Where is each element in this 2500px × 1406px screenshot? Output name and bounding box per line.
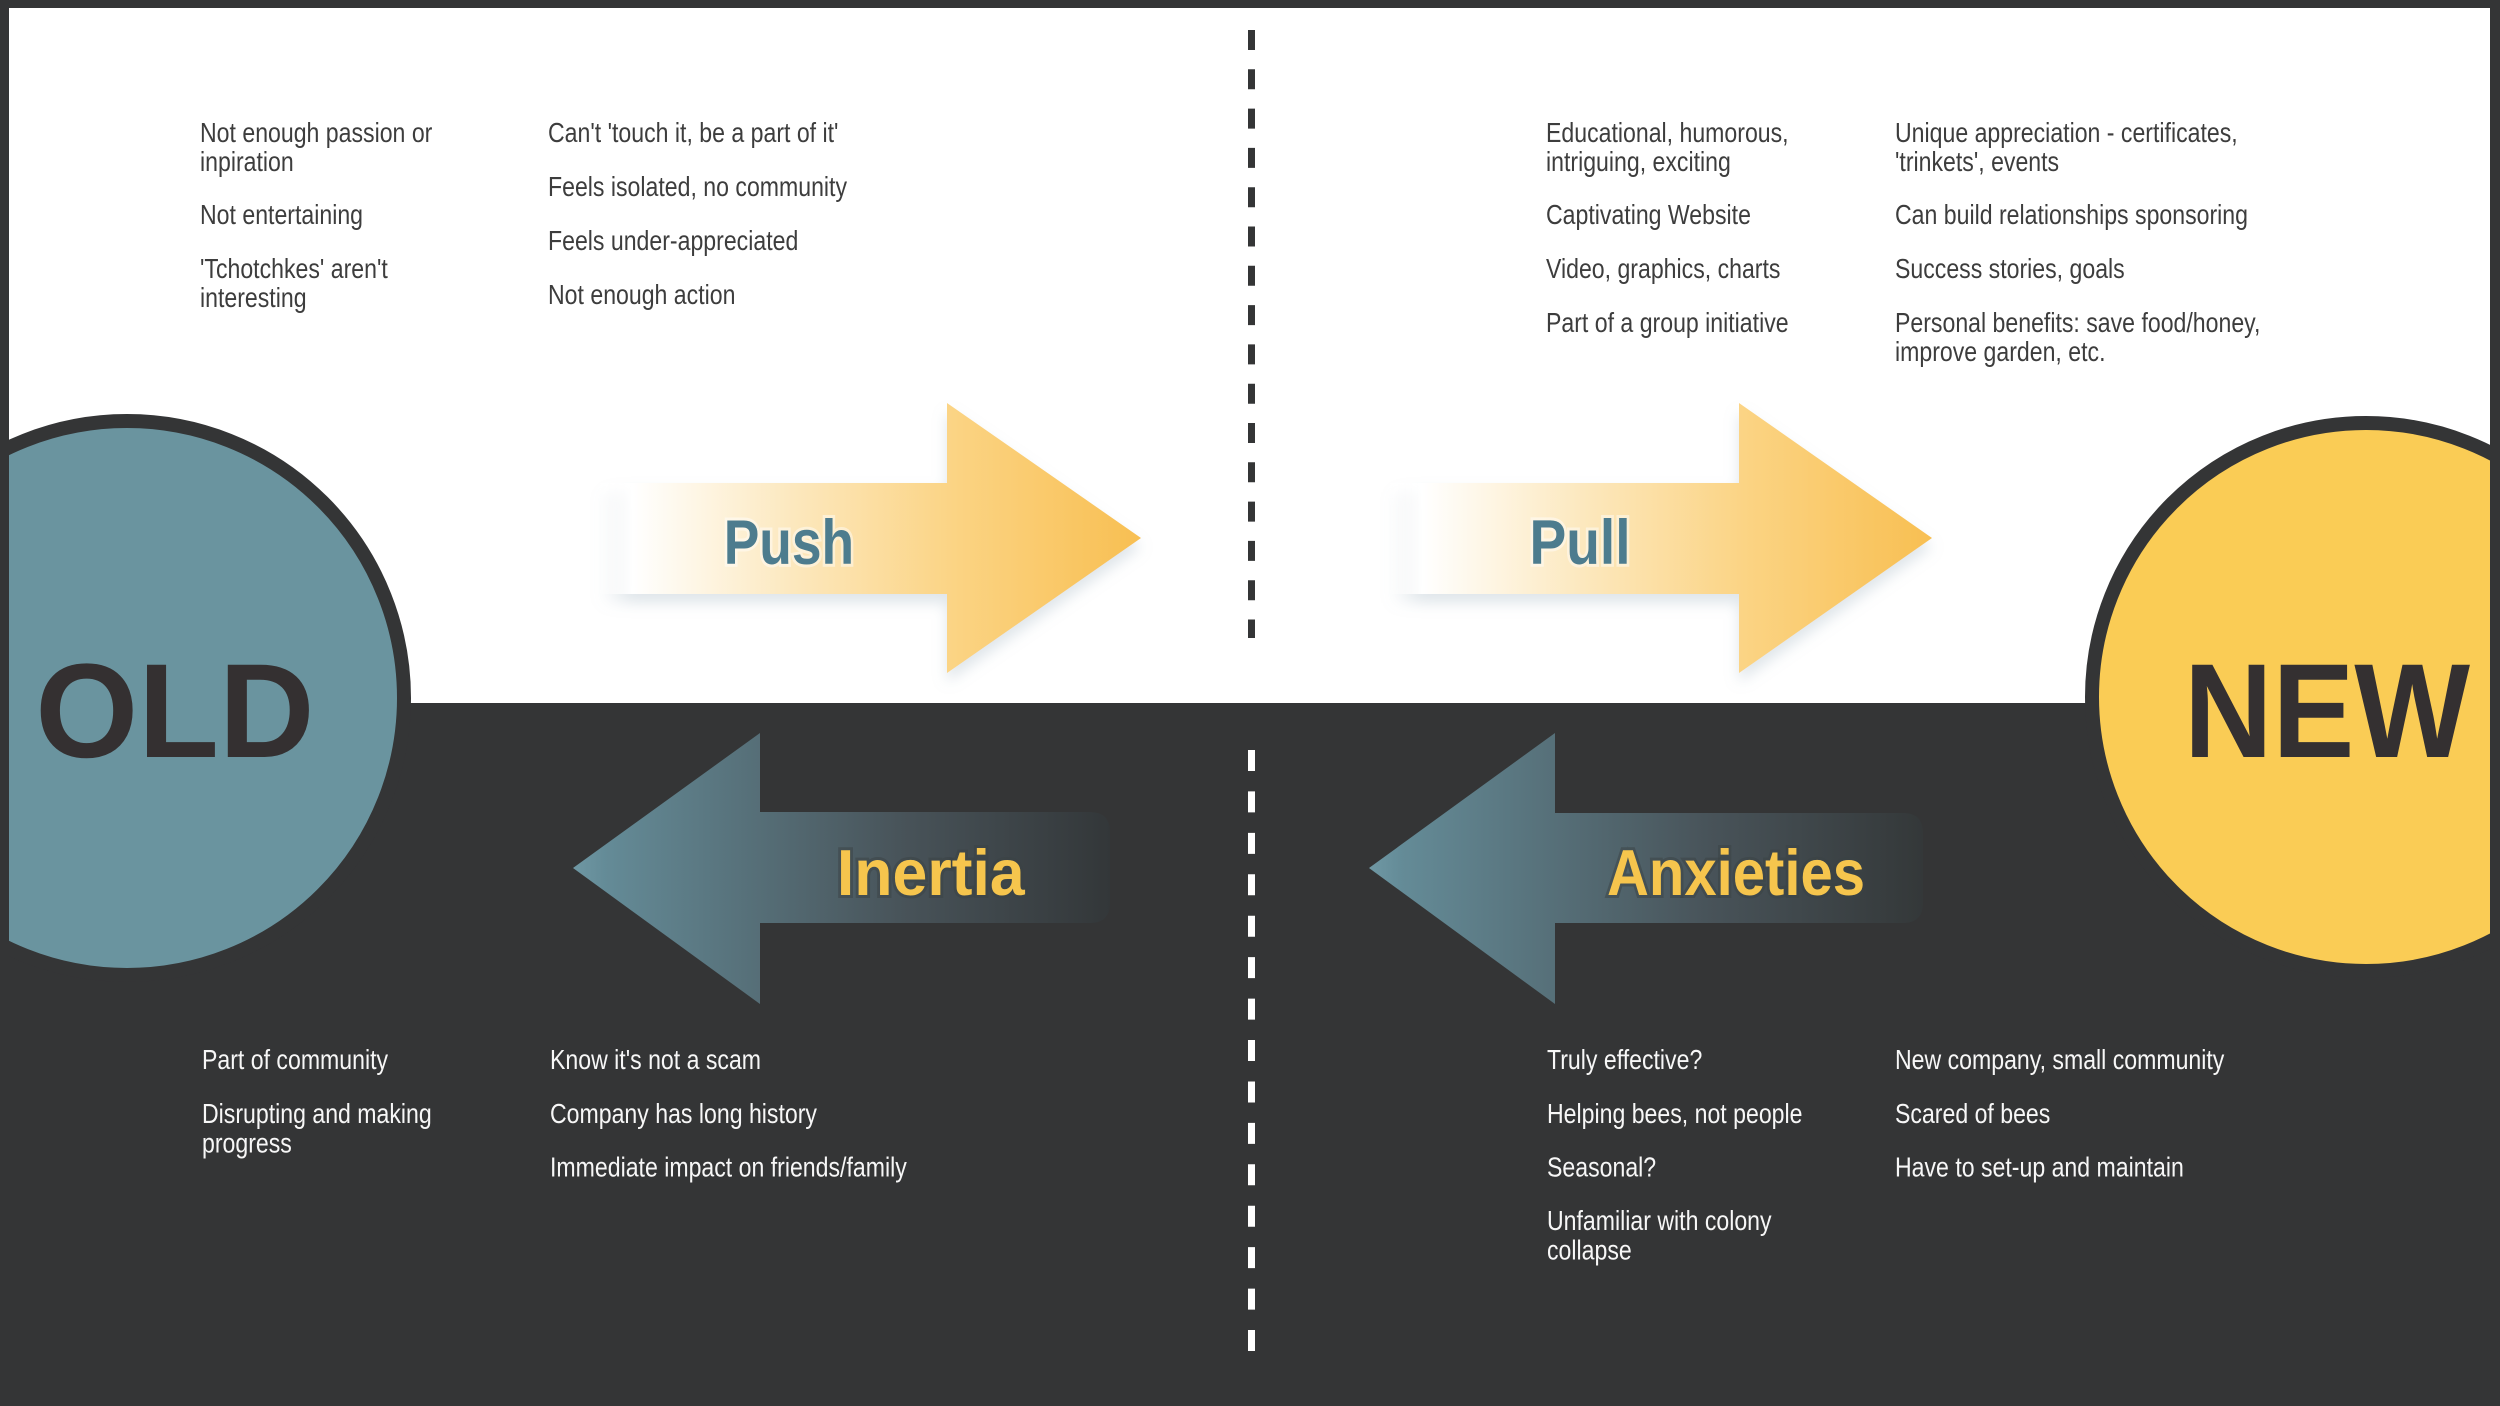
svg-text:Disrupting and making: Disrupting and making <box>202 1099 432 1130</box>
svg-text:Not enough passion or: Not enough passion or <box>200 118 433 149</box>
svg-text:Push: Push <box>724 508 854 578</box>
svg-text:Can't 'touch it, be a part of: Can't 'touch it, be a part of it' <box>548 118 838 149</box>
svg-text:inpiration: inpiration <box>200 147 294 178</box>
svg-text:Immediate impact on friends/fa: Immediate impact on friends/family <box>550 1153 907 1184</box>
svg-text:Seasonal?: Seasonal? <box>1547 1153 1656 1184</box>
svg-text:'trinkets', events: 'trinkets', events <box>1895 147 2059 178</box>
svg-text:Captivating Website: Captivating Website <box>1546 200 1751 231</box>
svg-text:Part of a group initiative: Part of a group initiative <box>1546 308 1789 339</box>
svg-text:Personal benefits: save food/h: Personal benefits: save food/honey, <box>1895 308 2260 339</box>
svg-text:Know it's not a scam: Know it's not a scam <box>550 1045 761 1076</box>
svg-text:Truly effective?: Truly effective? <box>1547 1045 1702 1076</box>
svg-text:Can build relationships sponso: Can build relationships sponsoring <box>1895 200 2248 231</box>
svg-text:New company, small community: New company, small community <box>1895 1045 2224 1076</box>
svg-text:Have to set-up and maintain: Have to set-up and maintain <box>1895 1153 2184 1184</box>
svg-text:Feels under-appreciated: Feels under-appreciated <box>548 226 798 257</box>
svg-text:Video, graphics, charts: Video, graphics, charts <box>1546 254 1780 285</box>
svg-text:Inertia: Inertia <box>837 836 1025 909</box>
svg-text:intriguing, exciting: intriguing, exciting <box>1546 147 1731 178</box>
svg-text:improve garden, etc.: improve garden, etc. <box>1895 337 2105 368</box>
svg-text:interesting: interesting <box>200 283 307 314</box>
svg-text:Success stories, goals: Success stories, goals <box>1895 254 2125 285</box>
svg-text:'Tchotchkes' aren't: 'Tchotchkes' aren't <box>200 254 388 285</box>
svg-text:Scared of bees: Scared of bees <box>1895 1099 2050 1130</box>
svg-text:NEW: NEW <box>2184 637 2471 786</box>
svg-text:Helping bees, not people: Helping bees, not people <box>1547 1099 1802 1130</box>
svg-text:Pull: Pull <box>1530 507 1631 578</box>
svg-text:OLD: OLD <box>35 636 314 786</box>
svg-text:Part of community: Part of community <box>202 1045 388 1076</box>
svg-text:Anxieties: Anxieties <box>1607 837 1865 910</box>
svg-text:Feels isolated, no community: Feels isolated, no community <box>548 172 847 203</box>
svg-text:Unfamiliar with colony: Unfamiliar with colony <box>1547 1206 1772 1237</box>
svg-text:collapse: collapse <box>1547 1236 1632 1267</box>
svg-text:Not enough action: Not enough action <box>548 280 735 311</box>
svg-text:Educational, humorous,: Educational, humorous, <box>1546 118 1789 149</box>
svg-text:Company has long history: Company has long history <box>550 1099 817 1130</box>
svg-text:Unique appreciation - certific: Unique appreciation - certificates, <box>1895 118 2238 149</box>
svg-text:Not entertaining: Not entertaining <box>200 200 363 231</box>
svg-text:progress: progress <box>202 1129 292 1160</box>
